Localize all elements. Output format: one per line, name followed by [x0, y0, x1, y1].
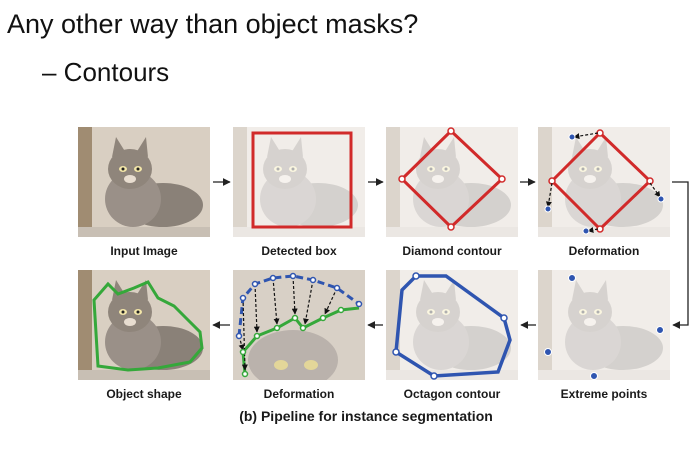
panel-deformation-bottom [233, 270, 365, 380]
label-deformation-bottom: Deformation [263, 387, 335, 401]
panel-diamond-contour [386, 127, 518, 237]
label-detected-box: Detected box [261, 244, 337, 258]
panel-detected-box [233, 127, 365, 237]
panel-deformation-top [538, 127, 670, 237]
label-diamond-contour: Diamond contour [402, 244, 502, 258]
extreme-point-top [568, 274, 576, 282]
extreme-point-right [656, 326, 664, 334]
label-extreme-points: Extreme points [560, 387, 648, 401]
arrow-4-8 [672, 181, 689, 329]
figure-caption: (b) Pipeline for instance segmentation [239, 408, 493, 424]
label-deformation-top: Deformation [568, 244, 640, 258]
panel-extreme-points [538, 270, 670, 380]
blue-contour [237, 274, 360, 337]
octagon-contour [394, 274, 512, 378]
bullet-contours: – Contours [42, 57, 170, 87]
label-object-shape: Object shape [106, 387, 182, 401]
slide-title: Any other way than object masks? [7, 9, 419, 39]
panel-object-shape [78, 270, 210, 380]
extreme-point-bottom [590, 372, 598, 380]
label-input-image: Input Image [110, 244, 178, 258]
panel-octagon-contour [386, 270, 518, 380]
object-shape-contour [92, 280, 204, 372]
detected-box [251, 131, 353, 229]
label-octagon-contour: Octagon contour [403, 387, 501, 401]
extreme-point-left [544, 348, 552, 356]
